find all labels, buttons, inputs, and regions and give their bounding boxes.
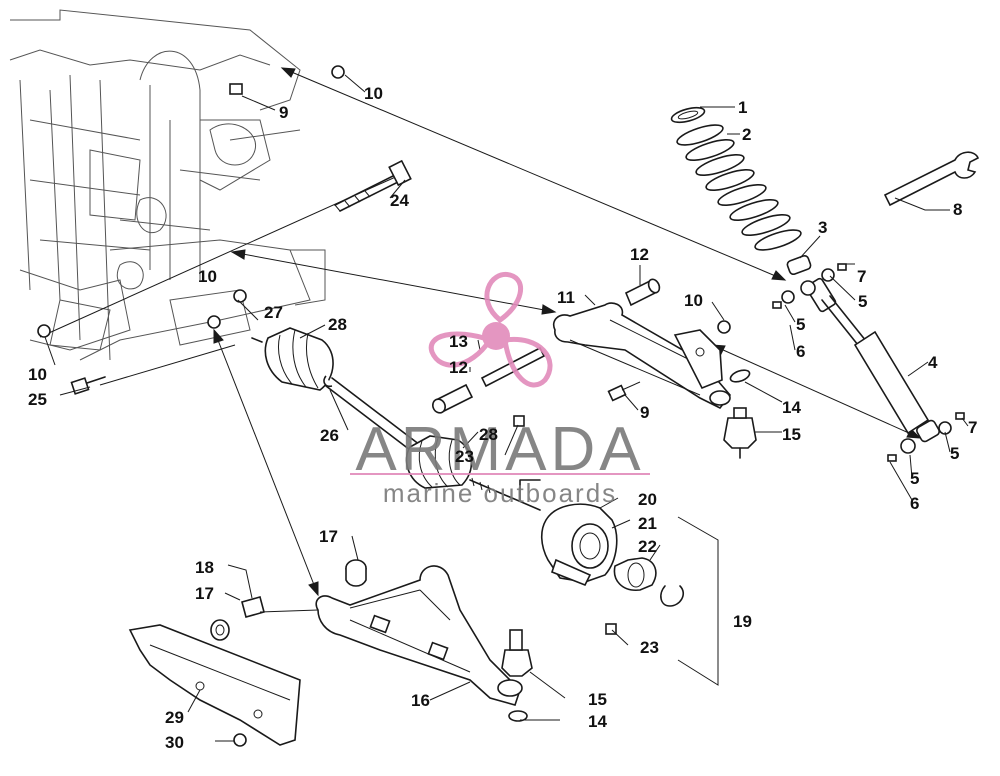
callout-17: 17: [319, 527, 338, 546]
callout-9: 9: [279, 103, 288, 122]
callout-23: 23: [640, 638, 659, 657]
part-11-upper-a-arm: [552, 302, 732, 410]
callout-26: 26: [320, 426, 339, 445]
part-9-bolt-upper-arm: [607, 381, 641, 402]
callout-7: 7: [857, 267, 866, 286]
callout-3: 3: [818, 218, 827, 237]
part-17-bushing-lower-left: [241, 596, 265, 618]
callout-14: 14: [782, 398, 801, 417]
part-8-spanner-wrench: [883, 151, 980, 207]
callout-8: 8: [953, 200, 962, 219]
callout-14: 14: [588, 712, 607, 731]
callout-19: 19: [733, 612, 752, 631]
callout-30: 30: [165, 733, 184, 752]
shock-absorber-assembly: [670, 106, 980, 462]
watermark: ARMADA marine outboards: [350, 272, 650, 508]
callout-15: 15: [588, 690, 607, 709]
watermark-tagline: marine outboards: [383, 478, 617, 508]
callout-10: 10: [684, 291, 703, 310]
callout-6: 6: [796, 342, 805, 361]
part-12-bushing-upper: [624, 278, 661, 307]
part-14-snap-ring-lower: [508, 710, 528, 722]
part-29-skid-plate: [128, 624, 301, 746]
part-10-nut-top: [331, 65, 345, 79]
callout-1: 1: [738, 98, 747, 117]
part-3-spring-seat: [786, 254, 812, 276]
watermark-logo-icon: [428, 272, 553, 388]
callout-10: 10: [198, 267, 217, 286]
callout-23: 23: [455, 447, 474, 466]
part-21-wheel-bearing: [613, 557, 657, 591]
callout-15: 15: [782, 425, 801, 444]
part-10-nut-upper-arm: [717, 320, 731, 334]
callout-27: 27: [264, 303, 283, 322]
callout-11: 11: [557, 288, 575, 307]
callout-22: 22: [638, 537, 657, 556]
shock-hardware-upper: [772, 263, 847, 309]
part-14-snap-ring-upper: [729, 369, 751, 383]
callout-5: 5: [796, 315, 805, 334]
assembly-arrows: [39, 67, 922, 597]
callout-17: 17: [195, 584, 214, 603]
callout-5: 5: [910, 469, 919, 488]
part-1-spring-retainer: [670, 106, 706, 124]
callout-24: 24: [390, 191, 409, 210]
part-27-bracket-bolt: [207, 289, 247, 329]
callout-9: 9: [640, 403, 649, 422]
part-24-long-bolt: [334, 159, 412, 212]
callout-28: 28: [479, 425, 498, 444]
part-12-bushing-lower: [432, 383, 474, 414]
bracket-group-19: [677, 516, 719, 686]
watermark-brand: ARMADA: [355, 415, 644, 484]
callout-29: 29: [165, 708, 184, 727]
callout-labels: 1 2 3 4 5 5 5 5 6 6 7 7 8 9 9 10 10 10 1…: [28, 84, 977, 752]
part-2-coil-spring: [676, 124, 802, 251]
leader-lines: [44, 74, 969, 742]
callout-6: 6: [910, 494, 919, 513]
part-22-retaining-ring: [660, 585, 685, 607]
callout-12: 12: [630, 245, 649, 264]
part-18-bushing: [210, 619, 230, 641]
callout-20: 20: [638, 490, 657, 509]
part-15-ball-joint-upper: [723, 407, 757, 459]
part-15-ball-joint-lower: [501, 629, 533, 677]
callout-10: 10: [28, 365, 47, 384]
callout-5: 5: [858, 292, 867, 311]
callout-18: 18: [195, 558, 214, 577]
callout-16: 16: [411, 691, 430, 710]
callout-10: 10: [364, 84, 383, 103]
part-23-bolt-lower: [605, 623, 617, 635]
part-25-bolt: [70, 376, 106, 395]
part-4-shock-body: [805, 277, 940, 443]
callout-2: 2: [742, 125, 751, 144]
callout-28: 28: [328, 315, 347, 334]
part-16-lower-a-arm: [315, 565, 523, 706]
part-28-cv-boot-inner: [264, 327, 334, 391]
callout-12: 12: [449, 358, 468, 377]
callout-5: 5: [950, 444, 959, 463]
part-17-bushing-lower-top: [345, 559, 367, 587]
part-30-bolt: [233, 733, 247, 747]
callout-13: 13: [449, 332, 468, 351]
callout-4: 4: [928, 353, 938, 372]
callout-25: 25: [28, 390, 47, 409]
part-20-steering-knuckle: [519, 479, 618, 587]
chassis-frame: [9, 9, 326, 361]
callout-21: 21: [638, 514, 657, 533]
part-9-bolt-top: [229, 83, 243, 95]
part-23-bolt-upper: [513, 415, 525, 427]
callout-7: 7: [968, 418, 977, 437]
part-10-nut-left: [37, 324, 51, 338]
